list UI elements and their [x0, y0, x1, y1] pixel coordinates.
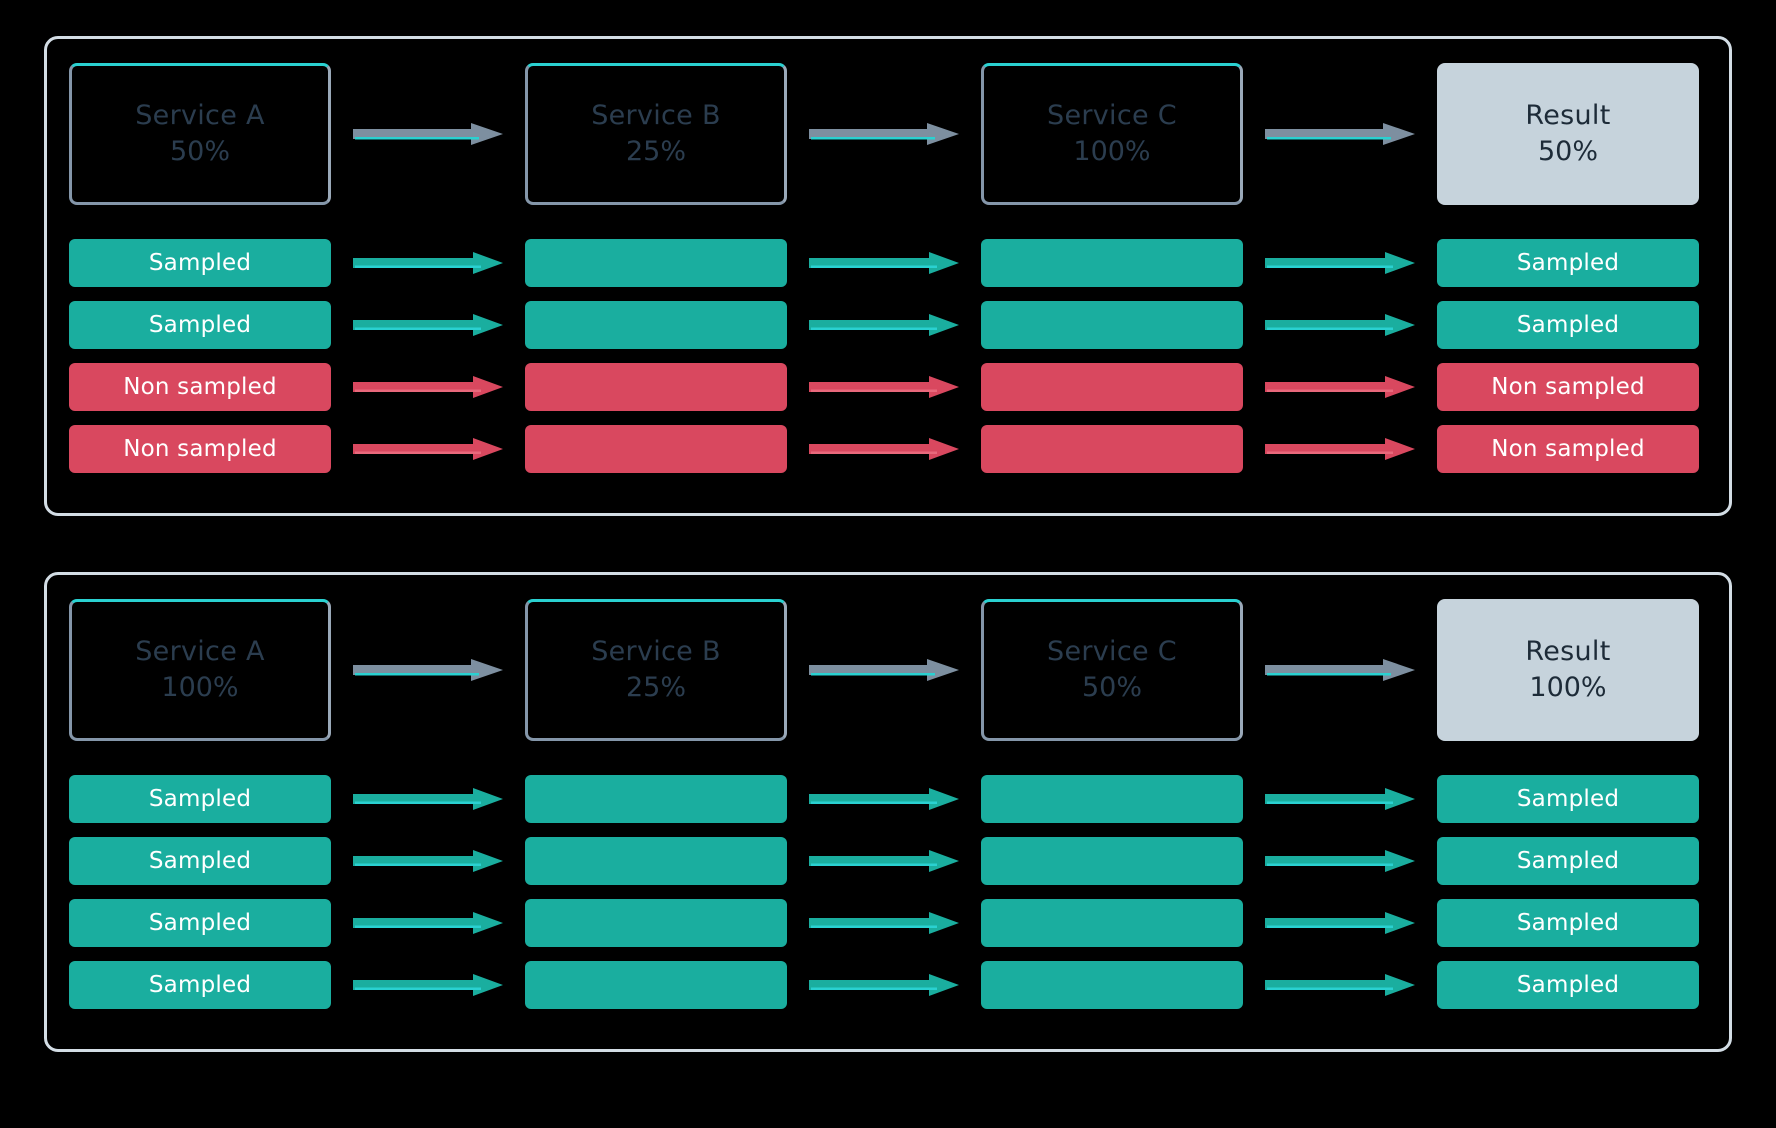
- service-node-percent: 50%: [169, 136, 230, 167]
- lane-bar[interactable]: Non sampled: [69, 425, 331, 473]
- flow-arrow-sampled: [331, 899, 525, 947]
- lane-row: Sampled Sampled: [69, 775, 1707, 823]
- flow-arrow-gray: [331, 63, 525, 205]
- flow-arrow-sampled: [787, 775, 981, 823]
- service-node-a[interactable]: Service A 50%: [69, 63, 331, 205]
- lane-bar[interactable]: Sampled: [69, 837, 331, 885]
- result-node-name: Result: [1525, 100, 1611, 132]
- service-node-percent: 100%: [161, 672, 239, 703]
- flow-arrow-sampled: [1243, 239, 1437, 287]
- flow-arrow-non-sampled: [331, 425, 525, 473]
- lane-bar[interactable]: Sampled: [69, 961, 331, 1009]
- lane-bar[interactable]: Sampled: [1437, 837, 1699, 885]
- lane-bar[interactable]: [525, 837, 787, 885]
- service-node-name: Service A: [135, 100, 265, 132]
- lane-bar[interactable]: [525, 775, 787, 823]
- lane-bar[interactable]: [981, 899, 1243, 947]
- flow-arrow-sampled: [331, 775, 525, 823]
- service-node-name: Service C: [1047, 100, 1177, 132]
- service-node-percent: 25%: [625, 136, 686, 167]
- flow-arrow-sampled: [1243, 775, 1437, 823]
- lane-bar[interactable]: Sampled: [1437, 775, 1699, 823]
- service-node-b[interactable]: Service B 25%: [525, 63, 787, 205]
- flow-arrow-non-sampled: [331, 363, 525, 411]
- lane-row: Non sampled Non sa: [69, 425, 1707, 473]
- service-node-a[interactable]: Service A 100%: [69, 599, 331, 741]
- lane-bar[interactable]: Sampled: [69, 899, 331, 947]
- service-node-percent: 25%: [625, 672, 686, 703]
- service-node-name: Service B: [591, 100, 721, 132]
- flow-arrow-gray: [787, 599, 981, 741]
- lane-bar[interactable]: [525, 301, 787, 349]
- flow-arrow-gray: [787, 63, 981, 205]
- flow-arrow-sampled: [787, 301, 981, 349]
- result-node[interactable]: Result 100%: [1437, 599, 1699, 741]
- lane-bar[interactable]: Sampled: [1437, 239, 1699, 287]
- lane-bar[interactable]: [981, 363, 1243, 411]
- flow-arrow-gray: [331, 599, 525, 741]
- lane-bar[interactable]: [525, 363, 787, 411]
- lane-bar[interactable]: Non sampled: [1437, 425, 1699, 473]
- result-node-percent: 50%: [1537, 136, 1598, 167]
- lane-bar[interactable]: [981, 837, 1243, 885]
- service-node-percent: 50%: [1081, 672, 1142, 703]
- lane-bar[interactable]: [981, 425, 1243, 473]
- flow-arrow-sampled: [1243, 899, 1437, 947]
- lane-row: Sampled Sampled: [69, 961, 1707, 1009]
- flow-arrow-sampled: [1243, 301, 1437, 349]
- flow-arrow-gray: [1243, 63, 1437, 205]
- result-node-percent: 100%: [1529, 672, 1607, 703]
- lane-bar[interactable]: Sampled: [1437, 301, 1699, 349]
- service-node-name: Service A: [135, 636, 265, 668]
- flow-arrow-sampled: [331, 301, 525, 349]
- flow-arrow-sampled: [787, 899, 981, 947]
- flow-arrow-sampled: [1243, 961, 1437, 1009]
- panel-bottom: Service A 100% Service B 25%: [44, 572, 1732, 1052]
- lane-bar[interactable]: [981, 301, 1243, 349]
- flow-arrow-non-sampled: [1243, 363, 1437, 411]
- flow-arrow-sampled: [787, 837, 981, 885]
- lane-bar[interactable]: Sampled: [1437, 961, 1699, 1009]
- flow-arrow-gray: [1243, 599, 1437, 741]
- lane-row: Sampled Sampled: [69, 239, 1707, 287]
- service-header-row: Service A 100% Service B 25%: [69, 599, 1707, 741]
- flow-arrow-sampled: [787, 239, 981, 287]
- flow-arrow-non-sampled: [1243, 425, 1437, 473]
- panel-top: Service A 50% Service B 25%: [44, 36, 1732, 516]
- service-node-name: Service B: [591, 636, 721, 668]
- lane-bar[interactable]: Sampled: [69, 239, 331, 287]
- lane-bar[interactable]: Sampled: [1437, 899, 1699, 947]
- flow-arrow-non-sampled: [787, 425, 981, 473]
- result-node[interactable]: Result 50%: [1437, 63, 1699, 205]
- lane-bar[interactable]: [525, 899, 787, 947]
- lane-bar[interactable]: [981, 775, 1243, 823]
- lane-row: Sampled Sampled: [69, 301, 1707, 349]
- flow-arrow-sampled: [331, 239, 525, 287]
- lane-bar[interactable]: [525, 425, 787, 473]
- flow-arrow-sampled: [787, 961, 981, 1009]
- service-node-b[interactable]: Service B 25%: [525, 599, 787, 741]
- lane-bar[interactable]: Sampled: [69, 775, 331, 823]
- service-node-name: Service C: [1047, 636, 1177, 668]
- flow-arrow-sampled: [331, 961, 525, 1009]
- service-node-c[interactable]: Service C 50%: [981, 599, 1243, 741]
- flow-arrow-non-sampled: [787, 363, 981, 411]
- flow-arrow-sampled: [331, 837, 525, 885]
- service-node-percent: 100%: [1073, 136, 1151, 167]
- lane-bar[interactable]: Non sampled: [69, 363, 331, 411]
- lane-bar[interactable]: Non sampled: [1437, 363, 1699, 411]
- service-node-c[interactable]: Service C 100%: [981, 63, 1243, 205]
- result-node-name: Result: [1525, 636, 1611, 668]
- lane-row: Sampled Sampled: [69, 837, 1707, 885]
- lane-bar[interactable]: [525, 239, 787, 287]
- lane-bar[interactable]: [981, 239, 1243, 287]
- lane-bar[interactable]: [525, 961, 787, 1009]
- lane-row: Non sampled Non sa: [69, 363, 1707, 411]
- lane-row: Sampled Sampled: [69, 899, 1707, 947]
- service-header-row: Service A 50% Service B 25%: [69, 63, 1707, 205]
- lane-bar[interactable]: [981, 961, 1243, 1009]
- flow-arrow-sampled: [1243, 837, 1437, 885]
- lane-bar[interactable]: Sampled: [69, 301, 331, 349]
